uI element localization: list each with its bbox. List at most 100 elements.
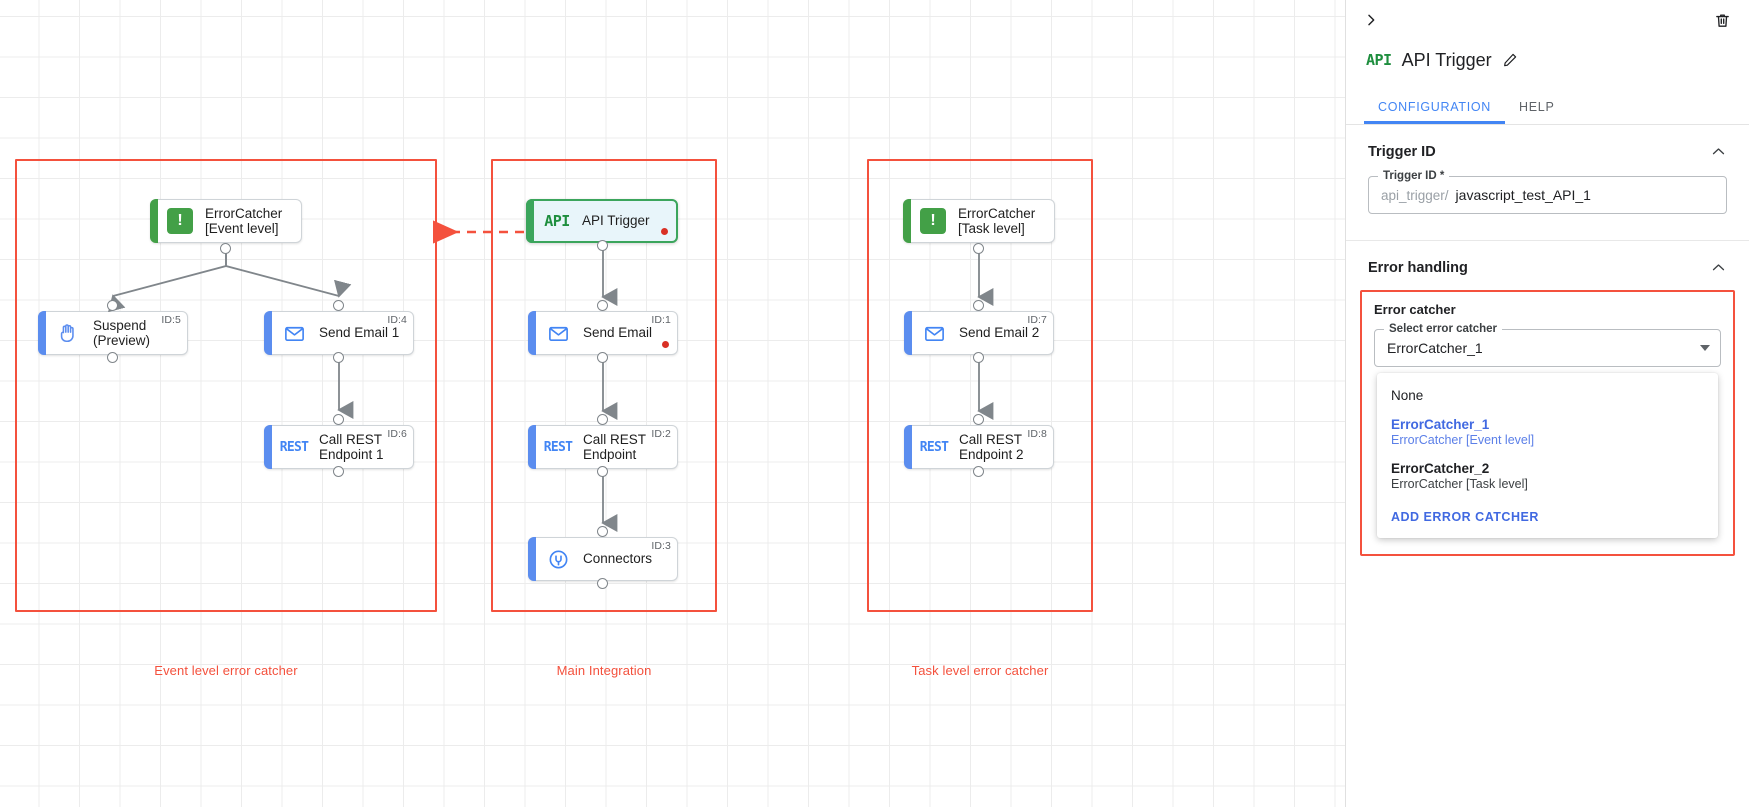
select-error-catcher[interactable]: Select error catcher ErrorCatcher_1	[1374, 323, 1721, 367]
dropdown-option-errorcatcher-1[interactable]: ErrorCatcher_1 ErrorCatcher [Event level…	[1377, 410, 1718, 454]
trigger-id-field-wrap: Trigger ID * api_trigger/ javascript_tes…	[1346, 170, 1749, 232]
error-catcher-dropdown-menu[interactable]: None ErrorCatcher_1 ErrorCatcher [Event …	[1377, 373, 1718, 538]
node-port-out[interactable]	[220, 243, 231, 254]
node-port-in[interactable]	[597, 300, 608, 311]
trigger-id-value: javascript_test_API_1	[1455, 187, 1591, 203]
node-port-out[interactable]	[973, 466, 984, 477]
node-port-out[interactable]	[333, 352, 344, 363]
node-accent-bar	[528, 537, 536, 581]
node-port-in[interactable]	[973, 300, 984, 311]
panel-title-row: API API Trigger	[1346, 40, 1749, 80]
error-catcher-icon: !	[918, 206, 948, 236]
node-port-in[interactable]	[973, 414, 984, 425]
node-port-out[interactable]	[107, 352, 118, 363]
node-port-out[interactable]	[973, 243, 984, 254]
chevron-down-icon[interactable]	[1700, 345, 1710, 351]
node-label: ErrorCatcher [Task level]	[958, 205, 1036, 236]
node-label: Send Email	[583, 325, 653, 341]
tab-configuration[interactable]: CONFIGURATION	[1364, 92, 1505, 124]
section-title: Trigger ID	[1368, 143, 1436, 160]
node-send-email-2[interactable]: Send Email 2 ID:7	[904, 311, 1054, 355]
panel-toolbar	[1346, 0, 1749, 40]
node-accent-bar	[903, 199, 911, 243]
node-call-rest-endpoint-2[interactable]: REST Call REST Endpoint 2 ID:8	[904, 425, 1054, 469]
node-error-catcher-task-level[interactable]: ! ErrorCatcher [Task level]	[903, 199, 1055, 243]
envelope-icon	[919, 318, 949, 348]
node-port-out[interactable]	[333, 466, 344, 477]
node-call-rest-endpoint[interactable]: REST Call REST Endpoint ID:2	[528, 425, 678, 469]
node-label: Suspend (Preview)	[93, 317, 151, 348]
error-catcher-highlight-box: Error catcher Select error catcher Error…	[1360, 290, 1735, 556]
section-divider	[1346, 240, 1749, 241]
node-api-trigger[interactable]: API API Trigger	[526, 199, 678, 243]
group-box-event-level	[15, 159, 437, 612]
node-label: Send Email 1	[319, 325, 400, 341]
node-label: Connectors	[583, 551, 653, 567]
error-catcher-label: Error catcher	[1374, 302, 1456, 317]
node-suspend-preview[interactable]: Suspend (Preview) ID:5	[38, 311, 188, 355]
node-call-rest-endpoint-1[interactable]: REST Call REST Endpoint 1 ID:6	[264, 425, 414, 469]
node-id-label: ID:8	[1027, 428, 1047, 440]
select-legend: Select error catcher	[1384, 323, 1503, 335]
node-port-in[interactable]	[333, 414, 344, 425]
section-title: Error handling	[1368, 259, 1468, 276]
node-id-label: ID:2	[651, 428, 671, 440]
chevron-up-icon[interactable]	[1710, 259, 1727, 276]
node-accent-bar	[528, 425, 536, 469]
node-port-in[interactable]	[107, 300, 118, 311]
node-port-out[interactable]	[597, 466, 608, 477]
dropdown-option-none[interactable]: None	[1377, 381, 1718, 410]
dropdown-option-errorcatcher-2[interactable]: ErrorCatcher_2 ErrorCatcher [Task level]	[1377, 454, 1718, 498]
section-header-trigger-id[interactable]: Trigger ID	[1346, 125, 1749, 170]
workflow-canvas[interactable]: Event level error catcher Main Integrati…	[0, 0, 1345, 807]
group-caption-main-integration: Main Integration	[556, 663, 652, 678]
delete-trash-icon[interactable]	[1709, 7, 1735, 33]
node-port-out[interactable]	[597, 240, 608, 251]
section-header-error-handling[interactable]: Error handling	[1346, 241, 1749, 286]
node-label: API Trigger	[582, 213, 650, 229]
node-accent-bar	[528, 311, 536, 355]
node-send-email[interactable]: Send Email ID:1	[528, 311, 678, 355]
node-accent-bar	[904, 311, 912, 355]
node-label: Send Email 2	[959, 325, 1040, 341]
status-dot	[662, 341, 669, 348]
node-port-in[interactable]	[333, 300, 344, 311]
option-label: ErrorCatcher_2	[1391, 461, 1490, 476]
trigger-id-input[interactable]: Trigger ID * api_trigger/ javascript_tes…	[1368, 170, 1727, 214]
chevron-up-icon[interactable]	[1710, 143, 1727, 160]
node-accent-bar	[264, 425, 272, 469]
node-accent-bar	[264, 311, 272, 355]
group-caption-task-level: Task level error catcher	[911, 663, 1049, 678]
group-caption-event-level: Event level error catcher	[154, 663, 298, 678]
envelope-icon	[543, 318, 573, 348]
node-id-label: ID:5	[161, 314, 181, 326]
node-connectors[interactable]: Connectors ID:3	[528, 537, 678, 581]
node-send-email-1[interactable]: Send Email 1 ID:4	[264, 311, 414, 355]
properties-panel: API API Trigger CONFIGURATION HELP Trigg…	[1345, 0, 1749, 807]
tab-help[interactable]: HELP	[1519, 100, 1555, 114]
node-id-label: ID:6	[387, 428, 407, 440]
node-port-in[interactable]	[597, 526, 608, 537]
collapse-panel-chevron-right-icon[interactable]	[1358, 7, 1384, 33]
api-icon: API	[544, 212, 570, 230]
node-id-label: ID:3	[651, 540, 671, 552]
node-port-out[interactable]	[597, 352, 608, 363]
node-label: ErrorCatcher [Event level]	[205, 205, 283, 236]
status-dot	[661, 228, 668, 235]
select-value: ErrorCatcher_1	[1387, 340, 1483, 356]
hand-icon	[53, 318, 83, 348]
node-id-label: ID:4	[387, 314, 407, 326]
rest-icon: REST	[543, 439, 573, 455]
panel-tabs: CONFIGURATION HELP	[1346, 92, 1749, 125]
connectors-icon	[543, 544, 573, 574]
node-port-in[interactable]	[597, 414, 608, 425]
option-label: None	[1391, 388, 1424, 403]
node-port-out[interactable]	[973, 352, 984, 363]
add-error-catcher-button[interactable]: ADD ERROR CATCHER	[1377, 498, 1718, 528]
node-accent-bar	[526, 199, 534, 243]
trigger-id-prefix: api_trigger/	[1381, 187, 1449, 203]
node-error-catcher-event-level[interactable]: ! ErrorCatcher [Event level]	[150, 199, 302, 243]
node-port-out[interactable]	[597, 578, 608, 589]
option-label: ErrorCatcher_1	[1391, 417, 1490, 432]
edit-pencil-icon[interactable]	[1502, 52, 1518, 68]
